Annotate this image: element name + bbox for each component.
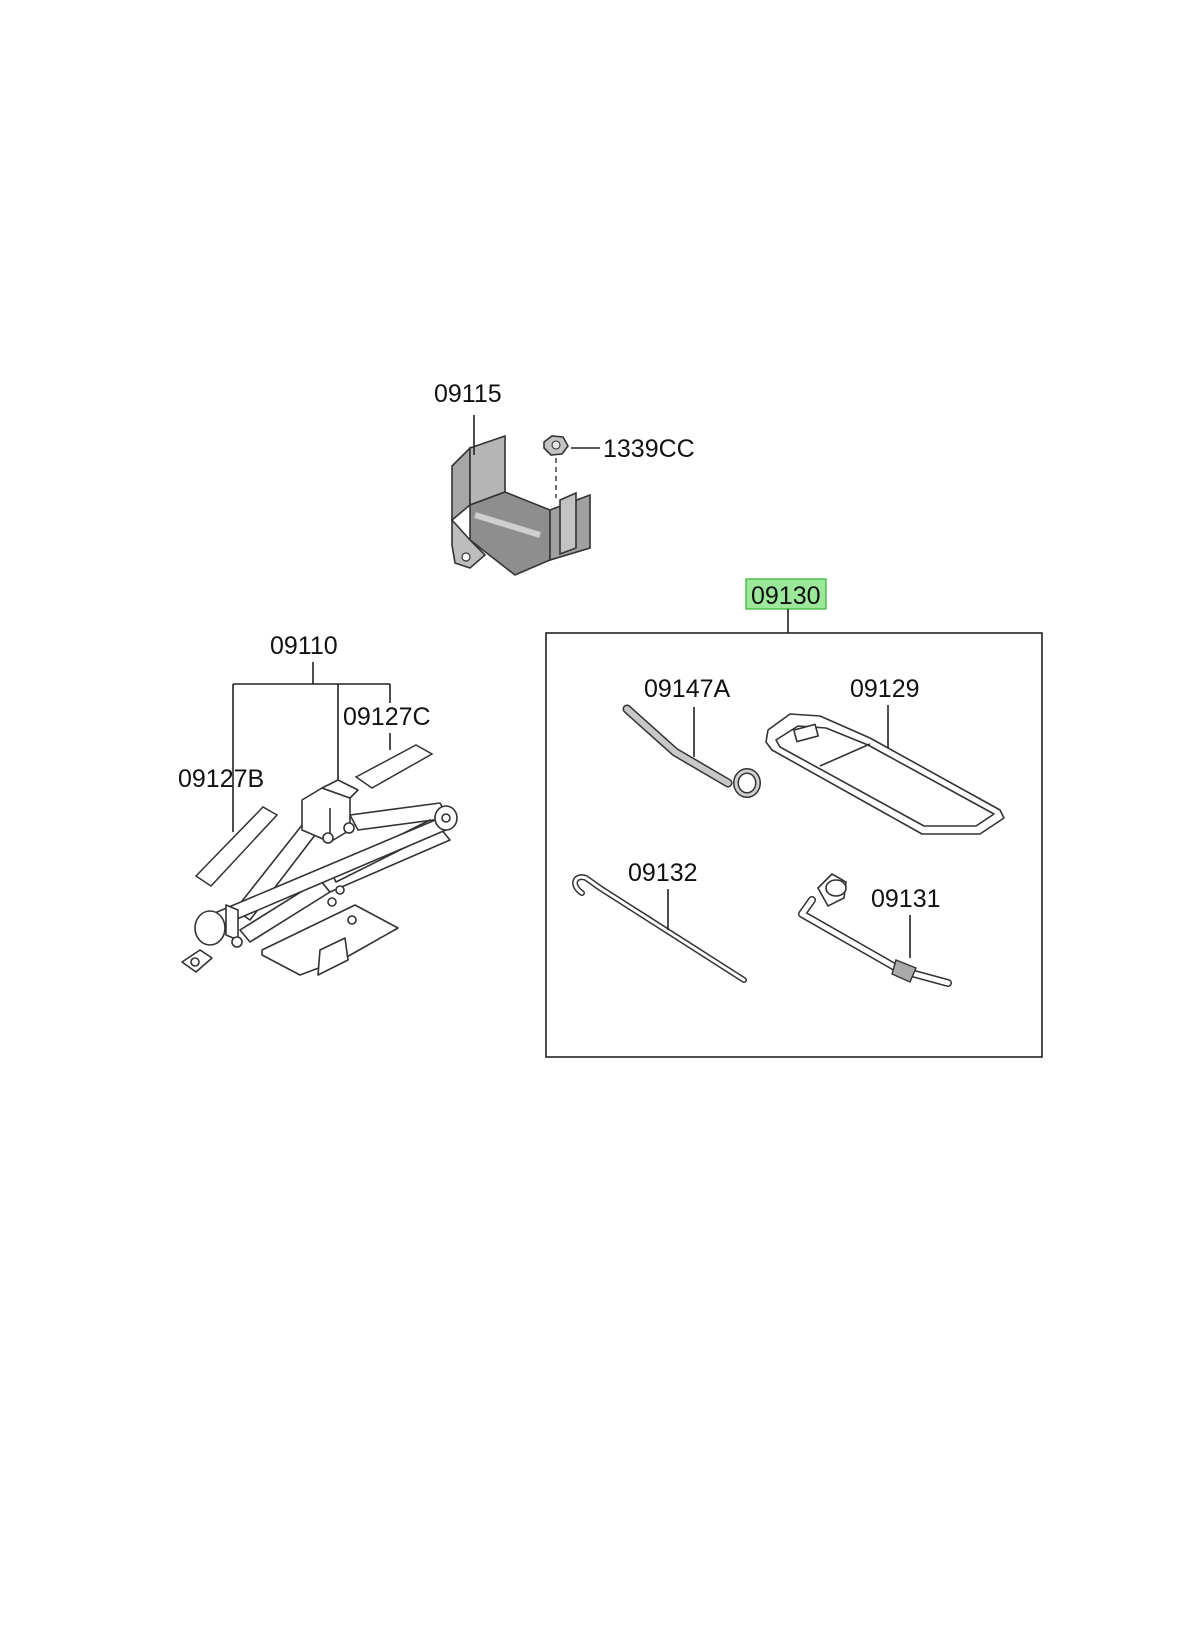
label-sticker-09127c-icon: [354, 744, 434, 789]
part-label-09127b[interactable]: 09127B: [178, 765, 264, 793]
part-label-09132[interactable]: 09132: [628, 859, 698, 887]
jack-handle-rod-illustration: [572, 874, 747, 983]
part-label-09131[interactable]: 09131: [871, 885, 941, 913]
tool-kit-box: [545, 632, 1043, 1058]
part-label-09129[interactable]: 09129: [850, 675, 920, 703]
part-label-1339cc[interactable]: 1339CC: [603, 435, 695, 463]
part-label-09130[interactable]: 09130: [751, 582, 821, 610]
scissor-jack-illustration: [181, 779, 458, 976]
wheel-wrench-illustration: [798, 873, 952, 987]
highlight-09130: [745, 578, 827, 610]
part-label-09127c[interactable]: 09127C: [343, 703, 431, 731]
jack-bracket-illustration: [451, 434, 591, 576]
label-sticker-09127b-icon: [194, 806, 279, 887]
part-label-09110[interactable]: 09110: [270, 632, 338, 660]
part-label-09147a[interactable]: 09147A: [644, 675, 731, 703]
tool-bag-illustration: [765, 705, 1005, 835]
leader-09110: [232, 662, 391, 832]
nut-icon: [543, 435, 569, 498]
part-label-09115[interactable]: 09115: [434, 380, 502, 408]
towing-hook-illustration: [622, 704, 761, 798]
